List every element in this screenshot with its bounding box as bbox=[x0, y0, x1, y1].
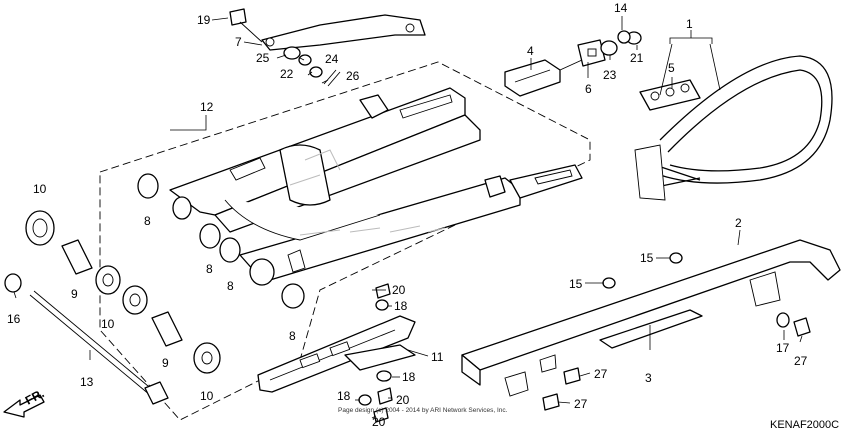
collar-part-18c[interactable] bbox=[358, 394, 372, 406]
callout-13[interactable]: 13 bbox=[80, 375, 94, 389]
copyright-notice: Page design (c) 2004 - 2014 by ARI Netwo… bbox=[338, 407, 508, 414]
callout-10c[interactable]: 10 bbox=[200, 389, 214, 403]
front-direction-arrow bbox=[3, 394, 45, 418]
nut-part-14[interactable] bbox=[617, 30, 631, 44]
bolt-part-27b[interactable] bbox=[542, 393, 560, 411]
callout-11[interactable]: 11 bbox=[431, 350, 444, 364]
bolt-part-27a[interactable] bbox=[563, 367, 581, 385]
bracket-part-7[interactable] bbox=[261, 14, 426, 51]
callout-10a[interactable]: 10 bbox=[33, 182, 47, 196]
nut-part-15a[interactable] bbox=[602, 277, 616, 289]
dust-seal-part-10a[interactable] bbox=[25, 210, 55, 246]
chain-adjuster-part-4[interactable] bbox=[504, 59, 583, 97]
chain-case-part-2[interactable] bbox=[461, 239, 841, 397]
callout-23[interactable]: 23 bbox=[603, 68, 617, 82]
callout-6[interactable]: 6 bbox=[585, 82, 592, 96]
chain-slider-part-11[interactable] bbox=[257, 315, 416, 393]
callout-24[interactable]: 24 bbox=[325, 52, 339, 66]
chain-joint-part-5[interactable] bbox=[639, 79, 701, 111]
callout-8a[interactable]: 8 bbox=[144, 214, 151, 228]
nut-part-15b[interactable] bbox=[669, 252, 683, 264]
callout-27a[interactable]: 27 bbox=[594, 367, 608, 381]
swingarm-group-outline bbox=[99, 61, 591, 421]
callout-10b[interactable]: 10 bbox=[101, 317, 115, 331]
chain-guide-part-3[interactable] bbox=[599, 309, 703, 349]
drive-chain-part-1[interactable] bbox=[634, 55, 833, 201]
washer-part-24[interactable] bbox=[298, 54, 312, 66]
dust-seal-part-10d[interactable] bbox=[193, 342, 221, 374]
screw-part-20b[interactable] bbox=[377, 387, 393, 405]
dust-seal-part-10b[interactable] bbox=[95, 265, 121, 295]
bolt-part-19[interactable] bbox=[229, 8, 263, 43]
bolt-part-27c[interactable] bbox=[793, 317, 811, 337]
callout-12[interactable]: 12 bbox=[200, 100, 214, 114]
callout-7[interactable]: 7 bbox=[235, 35, 242, 49]
collar-part-18a[interactable] bbox=[375, 299, 389, 311]
callout-18a[interactable]: 18 bbox=[394, 299, 408, 313]
callout-19[interactable]: 19 bbox=[197, 13, 211, 27]
screw-part-20c[interactable] bbox=[373, 407, 389, 423]
callout-5[interactable]: 5 bbox=[668, 61, 675, 75]
diagram-code: KENAF2000C bbox=[770, 419, 839, 431]
callout-8d[interactable]: 8 bbox=[289, 329, 296, 343]
callout-1[interactable]: 1 bbox=[686, 17, 693, 31]
callout-21[interactable]: 21 bbox=[630, 51, 644, 65]
screw-part-20a[interactable] bbox=[375, 283, 391, 299]
callout-26[interactable]: 26 bbox=[346, 69, 360, 83]
collar-part-18b[interactable] bbox=[376, 370, 392, 382]
callout-9b[interactable]: 9 bbox=[162, 356, 169, 370]
callout-25[interactable]: 25 bbox=[256, 51, 270, 65]
callout-15a[interactable]: 15 bbox=[569, 277, 583, 291]
callout-18b[interactable]: 18 bbox=[402, 370, 416, 384]
bushing-part-8b[interactable] bbox=[199, 223, 221, 249]
callout-27b[interactable]: 27 bbox=[574, 397, 588, 411]
bushing-part-8c[interactable] bbox=[219, 237, 241, 263]
bushing-part-8a[interactable] bbox=[137, 173, 159, 199]
callout-18c[interactable]: 18 bbox=[337, 389, 351, 403]
callout-3[interactable]: 3 bbox=[645, 371, 652, 385]
washer-part-23[interactable] bbox=[600, 40, 618, 56]
chain-adjuster-plate-part-6[interactable] bbox=[577, 39, 606, 67]
swingarm-part[interactable] bbox=[169, 87, 583, 286]
callout-labels: 1 2 3 4 5 6 7 8 8 8 8 9 9 10 10 10 11 12… bbox=[7, 1, 808, 429]
nut-part-22[interactable] bbox=[309, 66, 323, 78]
pin-part-26[interactable] bbox=[323, 69, 341, 87]
callout-15b[interactable]: 15 bbox=[640, 251, 654, 265]
callout-27c[interactable]: 27 bbox=[794, 354, 808, 368]
spacer-part-9a[interactable] bbox=[61, 239, 93, 275]
callout-20b[interactable]: 20 bbox=[396, 393, 410, 407]
callout-16[interactable]: 16 bbox=[7, 312, 21, 326]
bushing-part-8d[interactable] bbox=[281, 283, 305, 309]
washer-part-17[interactable] bbox=[776, 312, 790, 328]
callout-17[interactable]: 17 bbox=[776, 341, 790, 355]
dust-seal-part-10c[interactable] bbox=[122, 285, 148, 315]
callout-2[interactable]: 2 bbox=[735, 216, 742, 230]
callout-14[interactable]: 14 bbox=[614, 1, 628, 15]
callout-4[interactable]: 4 bbox=[527, 44, 534, 58]
callout-22[interactable]: 22 bbox=[280, 67, 294, 81]
callout-20c[interactable]: 20 bbox=[372, 415, 386, 429]
pivot-bolt-part-13[interactable] bbox=[29, 290, 169, 405]
leader-lines bbox=[13, 16, 803, 419]
callout-8b[interactable]: 8 bbox=[206, 262, 213, 276]
washer-part-25[interactable] bbox=[283, 46, 301, 60]
spacer-part-9b[interactable] bbox=[151, 311, 183, 347]
callout-20a[interactable]: 20 bbox=[392, 283, 406, 297]
callout-9a[interactable]: 9 bbox=[71, 287, 78, 301]
callout-8c[interactable]: 8 bbox=[227, 279, 234, 293]
nut-part-16[interactable] bbox=[4, 273, 22, 293]
